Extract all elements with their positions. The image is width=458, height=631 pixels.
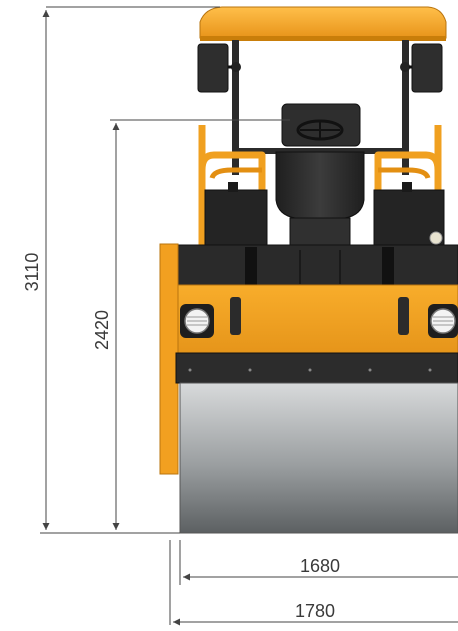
left-headlight (180, 304, 214, 338)
canopy-roof (199, 6, 447, 39)
left-tank (204, 189, 268, 246)
right-mirror (411, 43, 443, 93)
right-headlight (428, 304, 458, 338)
drum-width-label: 1680 (300, 556, 340, 576)
rops-left-post (232, 40, 239, 175)
overall-height-label: 3110 (22, 253, 42, 292)
steering-wheel (296, 119, 344, 141)
scraper-bar (175, 352, 458, 384)
rops-right-post (402, 40, 409, 175)
left-handrail (198, 125, 266, 245)
engine-hood (169, 244, 458, 286)
right-grip-slot (398, 297, 409, 335)
seat-height-label: 2420 (92, 310, 112, 350)
operator-seat (275, 151, 365, 219)
overall-width-label: 1780 (295, 601, 335, 621)
dimension-lines (40, 6, 458, 626)
roller-machine (159, 6, 458, 534)
left-mirror (197, 43, 229, 93)
left-grip-slot (230, 297, 241, 335)
roller-drum (179, 382, 458, 534)
filler-cap (429, 231, 443, 245)
